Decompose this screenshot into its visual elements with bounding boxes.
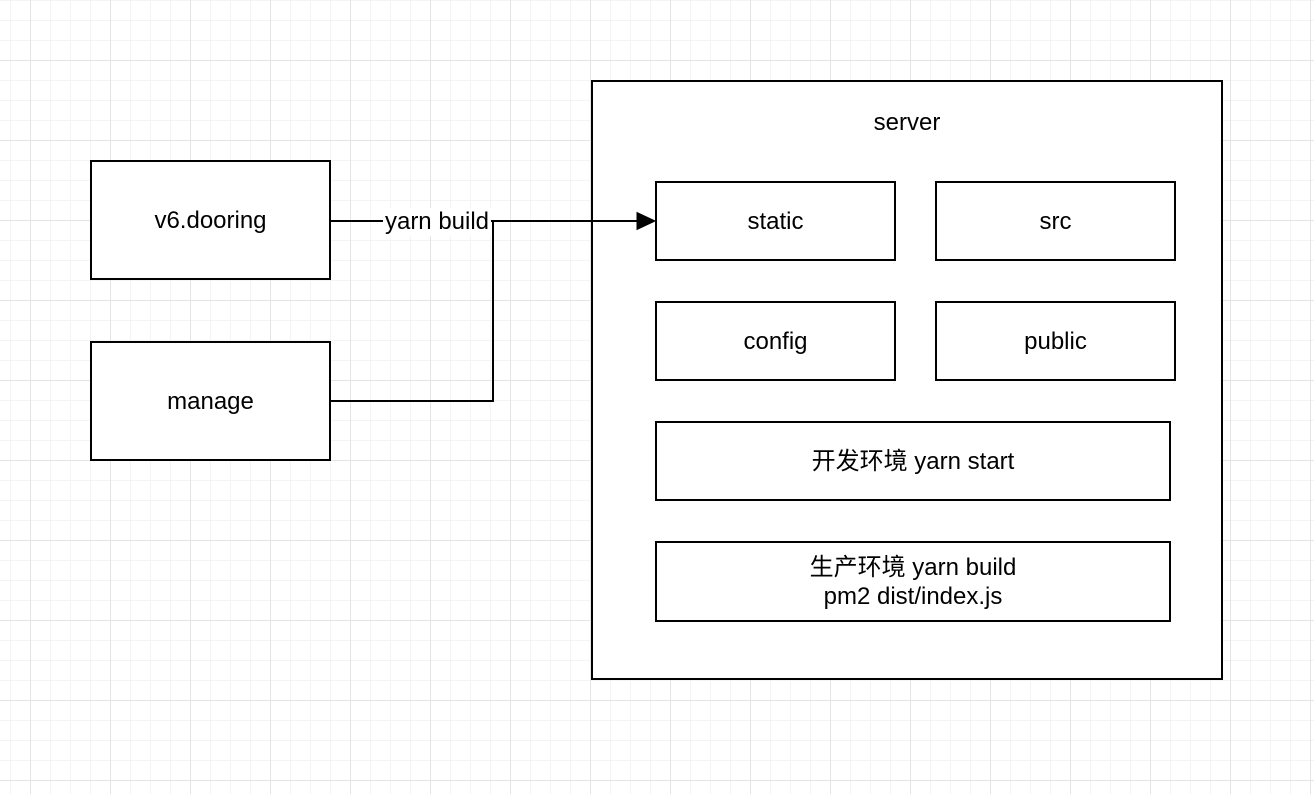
- node-v6-dooring[interactable]: v6.dooring: [90, 160, 331, 280]
- node-public-label: public: [1024, 327, 1087, 355]
- node-config-label: config: [743, 327, 808, 355]
- node-prod-env[interactable]: 生产环境 yarn build pm2 dist/index.js: [655, 541, 1171, 622]
- node-src-label: src: [1039, 207, 1072, 235]
- node-config[interactable]: config: [655, 301, 896, 381]
- node-prod-env-line1: 生产环境 yarn build: [809, 553, 1017, 581]
- node-static-label: static: [747, 207, 804, 235]
- node-dev-env-label: 开发环境 yarn start: [811, 447, 1015, 475]
- edge-manage-to-junction[interactable]: [331, 221, 494, 402]
- node-v6-dooring-label: v6.dooring: [154, 206, 267, 234]
- container-server-label: server: [873, 109, 941, 136]
- node-prod-env-label: 生产环境 yarn build pm2 dist/index.js: [810, 553, 1017, 611]
- node-static[interactable]: static: [655, 181, 896, 261]
- node-manage-label: manage: [167, 387, 254, 415]
- node-manage[interactable]: manage: [90, 341, 331, 461]
- node-dev-env[interactable]: 开发环境 yarn start: [655, 421, 1171, 501]
- node-public[interactable]: public: [935, 301, 1176, 381]
- node-src[interactable]: src: [935, 181, 1176, 261]
- node-prod-env-line2: pm2 dist/index.js: [823, 582, 1003, 610]
- edge-label-yarn-build[interactable]: yarn build: [382, 208, 492, 236]
